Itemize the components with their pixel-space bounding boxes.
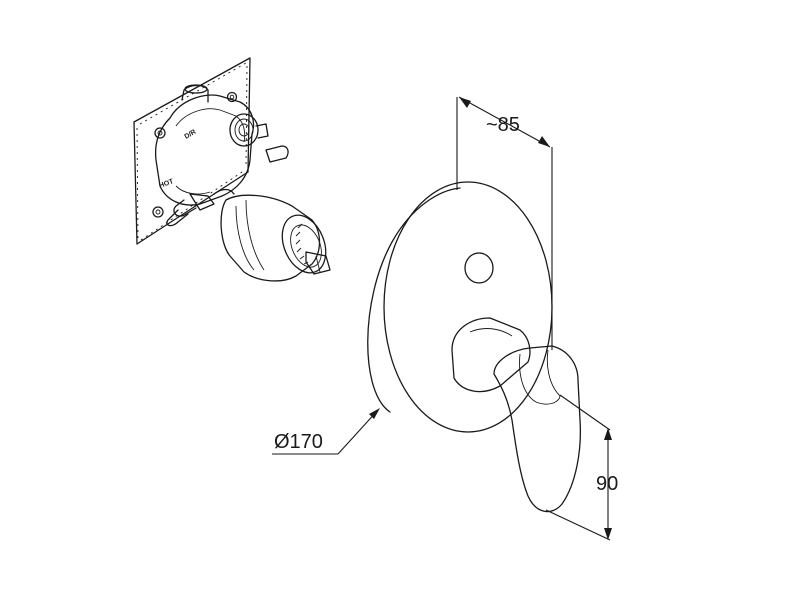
- screw-bottom-left: [152, 206, 164, 218]
- label-top: D/R: [184, 129, 198, 141]
- side-port: [265, 145, 289, 163]
- trim-assembly: [367, 181, 582, 513]
- trim-plate: [383, 181, 553, 433]
- trim-plate-rim: [367, 187, 461, 413]
- depth-dim-line: [458, 96, 551, 148]
- height-arrow-top: [604, 428, 612, 440]
- diameter-dimension: Ø170: [272, 408, 380, 455]
- diameter-arrow: [369, 408, 380, 419]
- spindle: [305, 251, 331, 275]
- mounting-plate: [133, 57, 251, 245]
- cartridge-body: [220, 194, 321, 282]
- screw-top-right: [226, 91, 238, 103]
- height-dimension: 90: [545, 394, 618, 541]
- height-arrow-bottom: [604, 528, 612, 540]
- diameter-label: Ø170: [274, 431, 323, 453]
- height-ext-top: [559, 394, 611, 431]
- depth-arrow-left: [459, 97, 471, 108]
- outlet-nut: [229, 113, 259, 147]
- cartridge-face: [281, 214, 327, 274]
- depth-dimension: ~85: [456, 96, 553, 350]
- diverter-knob: [464, 252, 494, 284]
- valve-housing: [154, 94, 255, 206]
- height-ext-bottom: [545, 509, 611, 541]
- height-label: 90: [596, 473, 618, 495]
- depth-label: ~85: [486, 114, 520, 136]
- screw-top-left: [154, 127, 166, 139]
- diameter-leader-diagonal: [337, 409, 379, 455]
- lever-handle: [493, 345, 582, 513]
- rough-in-valve: D/R HOT: [133, 57, 331, 282]
- label-left: HOT: [158, 178, 175, 190]
- depth-arrow-right: [538, 136, 550, 147]
